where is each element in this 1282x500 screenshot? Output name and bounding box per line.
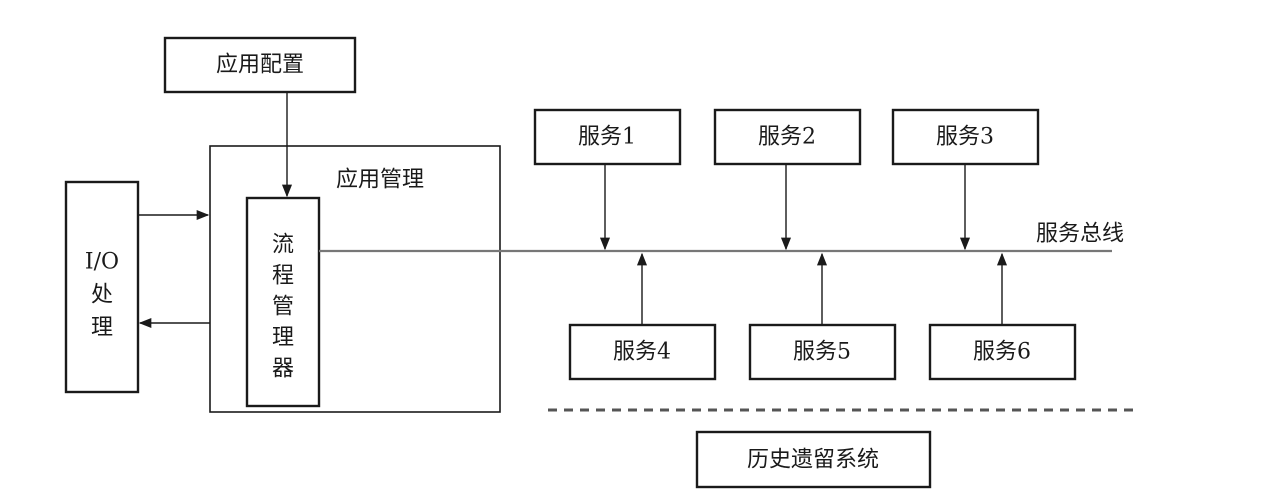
service-node: 服务3	[891, 108, 1040, 166]
io-processing-node: I/O 处 理	[64, 180, 140, 394]
process-manager-char: 程	[272, 264, 294, 289]
service-label: 服务4	[613, 340, 671, 365]
service-bus-label: 服务总线	[1036, 222, 1124, 247]
legacy-system-label: 历史遗留系统	[747, 448, 879, 473]
io-label-line2: 处	[91, 283, 113, 308]
service-label: 服务5	[793, 340, 851, 365]
process-manager-char: 流	[272, 233, 294, 258]
service-node: 服务6	[928, 323, 1077, 381]
service-node: 服务4	[568, 323, 717, 381]
service-node: 服务2	[713, 108, 862, 166]
app-config-node: 应用配置	[163, 36, 357, 94]
process-manager-node: 流 程 管 理 器	[245, 196, 321, 408]
app-management-container: 应用管理	[209, 145, 501, 413]
service-label: 服务3	[936, 125, 994, 150]
app-config-label: 应用配置	[216, 53, 304, 78]
process-manager-char: 管	[272, 295, 294, 320]
process-manager-char: 器	[272, 357, 294, 382]
service-label: 服务6	[973, 340, 1031, 365]
service-label: 服务2	[758, 125, 816, 150]
io-label-line3: 理	[91, 316, 113, 341]
legacy-system-node: 历史遗留系统	[695, 430, 932, 489]
service-node: 服务1	[533, 108, 682, 166]
io-label-line1: I/O	[85, 250, 119, 275]
process-manager-char: 理	[272, 326, 294, 351]
service-label: 服务1	[578, 125, 636, 150]
service-node: 服务5	[748, 323, 897, 381]
app-management-label: 应用管理	[336, 168, 424, 193]
